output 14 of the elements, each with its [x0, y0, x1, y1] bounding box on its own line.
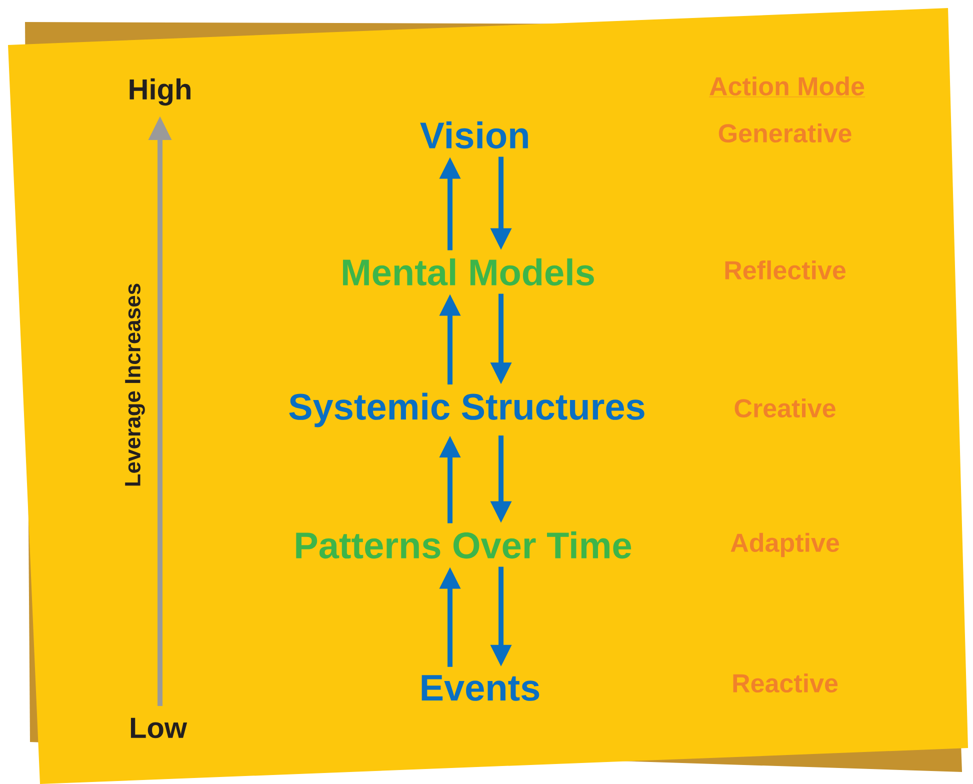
- column-heading: Action Mode: [708, 76, 866, 98]
- axis-label: Low: [130, 718, 188, 738]
- level-label: Systemic Structures: [289, 392, 644, 428]
- level-label: Patterns Over Time: [296, 531, 632, 559]
- mode-label: Adaptive: [730, 532, 840, 558]
- level-label: Vision: [420, 121, 528, 149]
- level-label: Mental Models: [343, 258, 594, 286]
- mode-label: Reactive: [733, 673, 838, 693]
- rotated-axis-label: Leverage Increases: [122, 280, 148, 490]
- mode-label: Generative: [718, 123, 852, 143]
- axis-label: High: [130, 78, 190, 106]
- mode-label: Reflective: [725, 260, 846, 280]
- level-label: Events: [422, 675, 540, 701]
- mode-label: Creative: [734, 398, 836, 418]
